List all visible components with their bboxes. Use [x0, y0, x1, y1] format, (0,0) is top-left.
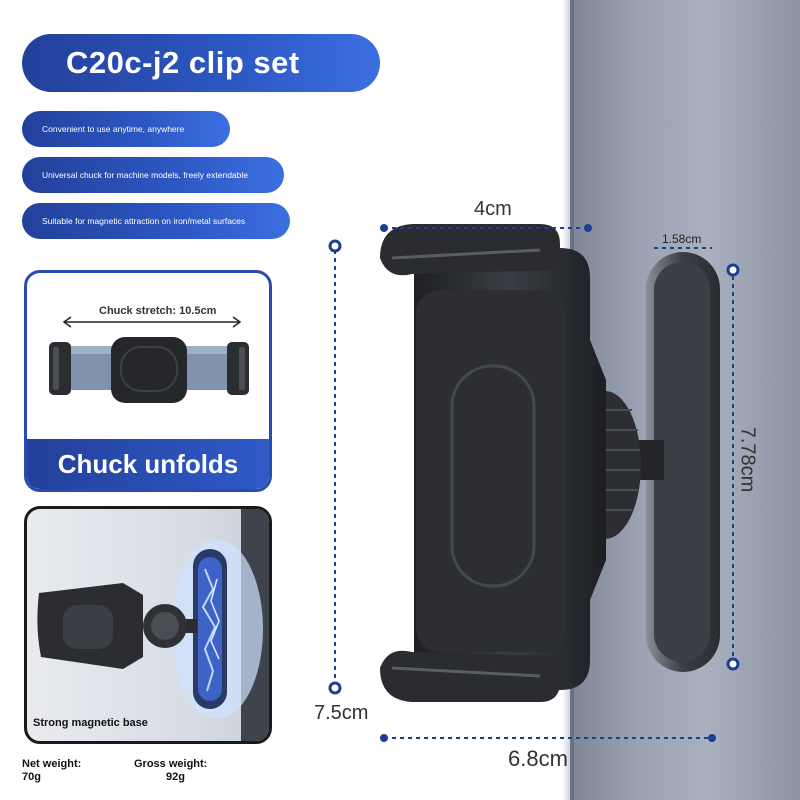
- magnetic-base-caption: Strong magnetic base: [33, 717, 148, 729]
- feature-pill-2: Universal chuck for machine models, free…: [22, 157, 284, 193]
- gross-weight-label: Gross weight:: [134, 758, 208, 770]
- net-weight-label: Net weight:: [22, 758, 82, 770]
- magnetic-base-image: [37, 509, 269, 741]
- product-title: C20c-j2 clip set: [22, 34, 380, 92]
- dimension-width-bottom: 6.8cm: [508, 746, 568, 771]
- magnetic-base-panel: Strong magnetic base: [24, 506, 272, 744]
- dimension-plate-width: 1.58cm: [662, 232, 702, 246]
- net-weight-value: 70g: [22, 771, 41, 783]
- dimension-height-left: 7.5cm: [314, 702, 369, 724]
- chuck-stretch-label: Chuck stretch: 10.5cm: [99, 305, 217, 317]
- chuck-unfolds-caption: Chuck unfolds: [27, 439, 269, 489]
- feature-pill-3: Suitable for magnetic attraction on iron…: [22, 203, 290, 239]
- wall-background: [570, 0, 800, 800]
- dimension-plate-height: 7.78cm: [736, 426, 759, 493]
- wall-shadow: [562, 0, 574, 800]
- dimension-width-top: 4cm: [474, 198, 512, 220]
- unfolded-chuck-image: [49, 316, 249, 403]
- chuck-unfold-panel: Chuck stretch: 10.5cm Chuck unfolds: [24, 270, 272, 492]
- gross-weight-value: 92g: [166, 771, 185, 783]
- feature-pill-1: Convenient to use anytime, anywhere: [22, 111, 230, 147]
